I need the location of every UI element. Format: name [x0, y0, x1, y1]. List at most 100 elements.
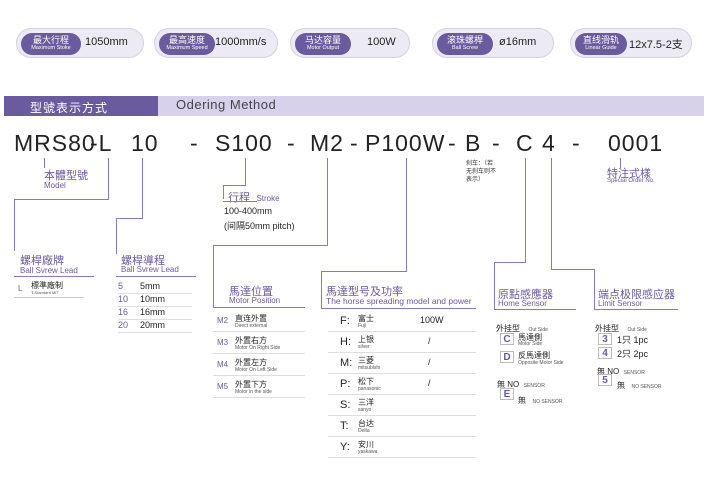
- motor-position-code: M3: [217, 338, 229, 347]
- motor-label-en: The horse spreading model and power: [326, 296, 472, 306]
- motor-position-zh: 外置左方: [235, 358, 267, 367]
- motor-position-code: M2: [217, 316, 229, 325]
- connector-line: [213, 245, 214, 307]
- motor-power: /: [428, 378, 431, 388]
- motor-power: 100W: [420, 315, 444, 325]
- stroke-label: 行程 Stroke: [228, 188, 280, 206]
- header-band: [4, 96, 704, 116]
- limit-none-en: SENSOR: [623, 370, 645, 376]
- lead-type-label-zh: 螺桿廠牌: [20, 255, 64, 267]
- code-dash: -: [350, 130, 359, 156]
- stroke-pitch: (间隔50mm pitch): [224, 221, 295, 231]
- home-sensor-type: 外挂型 Out Side: [496, 318, 548, 336]
- lead-type-label-en: Ball Svrew Lead: [20, 266, 78, 275]
- order-label-zh: 特注式樣: [607, 168, 651, 180]
- spec-label-en: Motor Output: [306, 45, 340, 51]
- connector-line: [116, 218, 117, 254]
- code-dash: -L: [90, 130, 113, 156]
- home-none-label: 無: [518, 396, 526, 405]
- motor-row: P: 松下 panasonic /: [328, 374, 476, 395]
- limit-none-label-en: NO SENSOR: [631, 384, 662, 390]
- motor-row: T: 台达 Delta: [328, 416, 476, 437]
- motor-brand-zh: 上银: [358, 335, 374, 344]
- connector-line: [620, 158, 621, 168]
- limit-none-row: 無 NO SENSOR: [617, 375, 661, 393]
- motor-position-label-en: Motor Position: [229, 296, 281, 305]
- spec-value: 1000mm/s: [215, 36, 267, 48]
- connector-line: [327, 158, 328, 246]
- spec-label-zh: 马达容量: [304, 35, 341, 45]
- connector-line: [525, 158, 526, 263]
- motor-power: /: [428, 336, 431, 346]
- motor-brand-zh: 富士: [358, 314, 374, 323]
- stroke-label-en: Stroke: [256, 194, 280, 203]
- motor-position-zh: 外置右方: [235, 336, 267, 345]
- code-lead: 10: [131, 130, 159, 156]
- header-title-en: Odering Method: [176, 97, 277, 112]
- limit-row: 1只 1pc: [617, 335, 649, 345]
- code-dash: -: [492, 130, 501, 156]
- motor-brand-en: panasonic: [358, 386, 381, 392]
- motor-brand-zh: 三洋: [358, 398, 374, 407]
- motor-code: P:: [340, 378, 351, 390]
- motor-position-underline: [213, 307, 305, 308]
- spec-value: ø16mm: [499, 36, 537, 48]
- motor-position-en: Motor in the side: [235, 389, 272, 395]
- spec-label-zh: 直线滑轨: [582, 35, 619, 45]
- stroke-underline: [223, 201, 257, 202]
- spec-value: 100W: [367, 36, 396, 48]
- lead-type-code: L: [18, 284, 23, 293]
- brake-note-line: 表示）: [466, 177, 485, 183]
- order-label-en: Special Order No.: [607, 178, 655, 184]
- motor-position-code: M4: [217, 360, 229, 369]
- home-row-en: Motor Side: [518, 341, 543, 347]
- stroke-label-zh: 行程: [228, 192, 250, 204]
- code-model: MRS80: [14, 130, 96, 156]
- limit-none-zh: 無 NO: [597, 367, 620, 376]
- motor-position-en: Motor On Left Side: [235, 367, 277, 373]
- motor-underline: [321, 308, 476, 309]
- model-label-en: Model: [44, 181, 66, 190]
- connector-line: [551, 158, 552, 270]
- home-sensor-label-en: Home Sensor: [498, 299, 547, 308]
- home-none: 無 NO SENSOR: [497, 374, 545, 392]
- limit-row: 2只 2pc: [617, 349, 649, 359]
- connector-line: [14, 199, 15, 251]
- home-row-zh: 馬達側: [518, 333, 542, 342]
- limit-sensor-label-zh: 端点极限感应器: [598, 289, 675, 301]
- connector-line: [44, 158, 45, 168]
- limit-sensor-label-en: Limit Sensor: [598, 299, 643, 308]
- home-code-c: C: [500, 333, 514, 345]
- connector-line: [213, 245, 328, 246]
- limit-type-zh: 外挂型: [595, 324, 619, 333]
- lead-code: 10: [118, 294, 129, 304]
- connector-line: [321, 271, 322, 309]
- motor-brand-en: yaskawa: [358, 449, 378, 455]
- motor-row: Y: 安川 yaskawa: [328, 437, 476, 458]
- lead-value: 16mm: [140, 307, 166, 317]
- home-none-zh: 無 NO: [497, 380, 520, 389]
- connector-line: [245, 158, 246, 186]
- motor-position-row: M2 直连外置 Direct external: [213, 310, 305, 332]
- motor-position-zh: 外置下方: [235, 380, 267, 389]
- code-dash: -: [448, 130, 457, 156]
- motor-brand-en: mitsubishi: [358, 365, 381, 371]
- spec-label-zh: 最高速度: [168, 35, 205, 45]
- home-none-en: SENSOR: [523, 383, 545, 389]
- lead-type-rowline: [14, 297, 84, 298]
- motor-position-zh: 直连外置: [235, 314, 267, 323]
- motor-position-code: M5: [217, 382, 229, 391]
- motor-position-label-zh: 馬達位置: [229, 286, 273, 298]
- lead-label-en: Ball Svrew Lead: [121, 265, 179, 274]
- connector-line: [14, 199, 109, 200]
- motor-brand-en: sanyo: [358, 407, 372, 413]
- limit-code-3: 3: [598, 333, 612, 345]
